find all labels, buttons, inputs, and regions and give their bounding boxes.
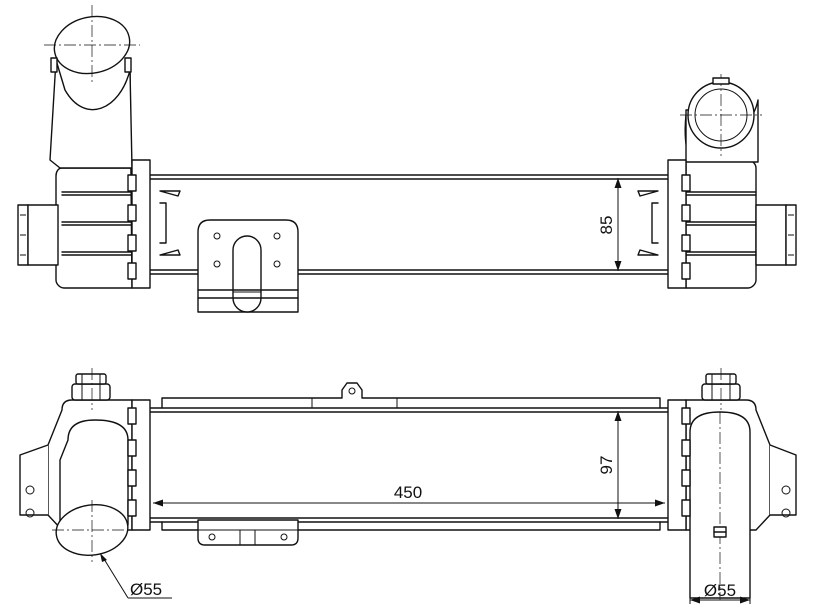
- top-left-tank: [17, 5, 151, 289]
- dimension-97: 97: [597, 411, 622, 519]
- top-mounting-bracket: [197, 219, 299, 313]
- bottom-left-tank: [19, 368, 151, 562]
- dimension-label-85: 85: [597, 216, 616, 235]
- dimension-label-450: 450: [394, 483, 422, 502]
- bottom-bracket: [197, 519, 299, 546]
- dimension-label-97: 97: [597, 456, 616, 475]
- bottom-view: 450 97 Ø55 Ø55: [19, 368, 797, 604]
- top-view: 85: [17, 5, 797, 313]
- dimension-right-diameter: Ø55: [689, 581, 751, 604]
- dimension-left-diameter: Ø55: [100, 553, 172, 599]
- top-right-tank: [667, 74, 797, 289]
- bottom-right-tank: [667, 368, 797, 600]
- dimension-85: 85: [597, 174, 632, 275]
- dimension-450: 450: [153, 483, 665, 507]
- dimension-label-right-diameter: Ø55: [704, 581, 736, 600]
- bottom-core: [149, 382, 669, 531]
- dimension-label-left-diameter: Ø55: [130, 580, 162, 599]
